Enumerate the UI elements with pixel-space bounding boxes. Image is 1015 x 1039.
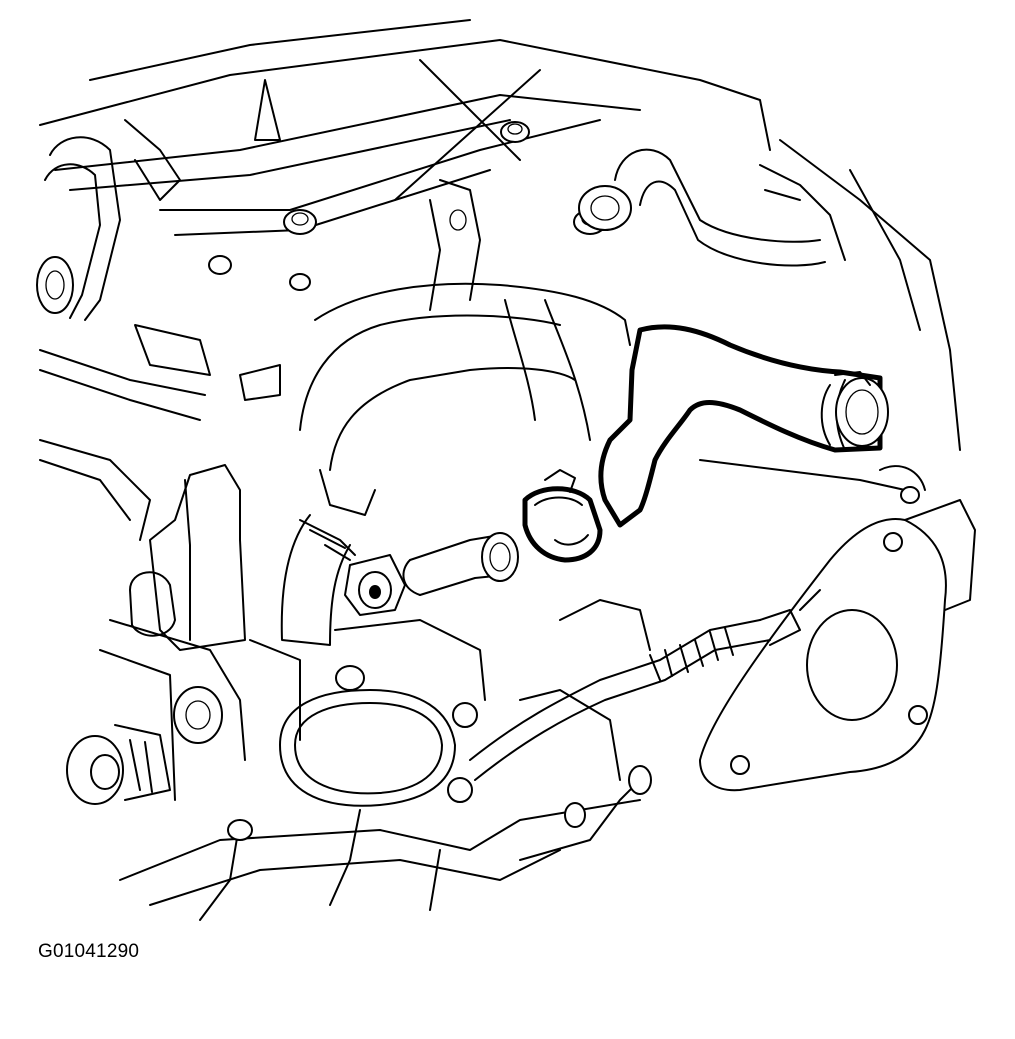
wiring-harness [469, 589, 821, 781]
left-hoses [36, 119, 281, 541]
engine-block-lower [119, 599, 652, 921]
mounting-flange [699, 499, 976, 792]
valve-cover [39, 19, 771, 236]
engine-coolant-outlet-illustration [36, 19, 976, 921]
coolant-temperature-sensor [324, 544, 406, 616]
figure-id-label: G01041290 [38, 941, 140, 962]
coolant-outlet-housing [299, 179, 631, 471]
hose-clamp [522, 469, 603, 563]
left-lower-block [99, 464, 246, 801]
engine-right-outline [699, 139, 961, 504]
lower-left-fitting [66, 724, 171, 805]
valve-cover-bolts [208, 121, 607, 291]
heater-hose-upper [578, 148, 846, 267]
bypass-hose [280, 469, 376, 646]
radiator-inlet-hose [598, 324, 889, 528]
thermostat-housing [249, 619, 486, 807]
coolant-outlet-stub [402, 532, 519, 596]
